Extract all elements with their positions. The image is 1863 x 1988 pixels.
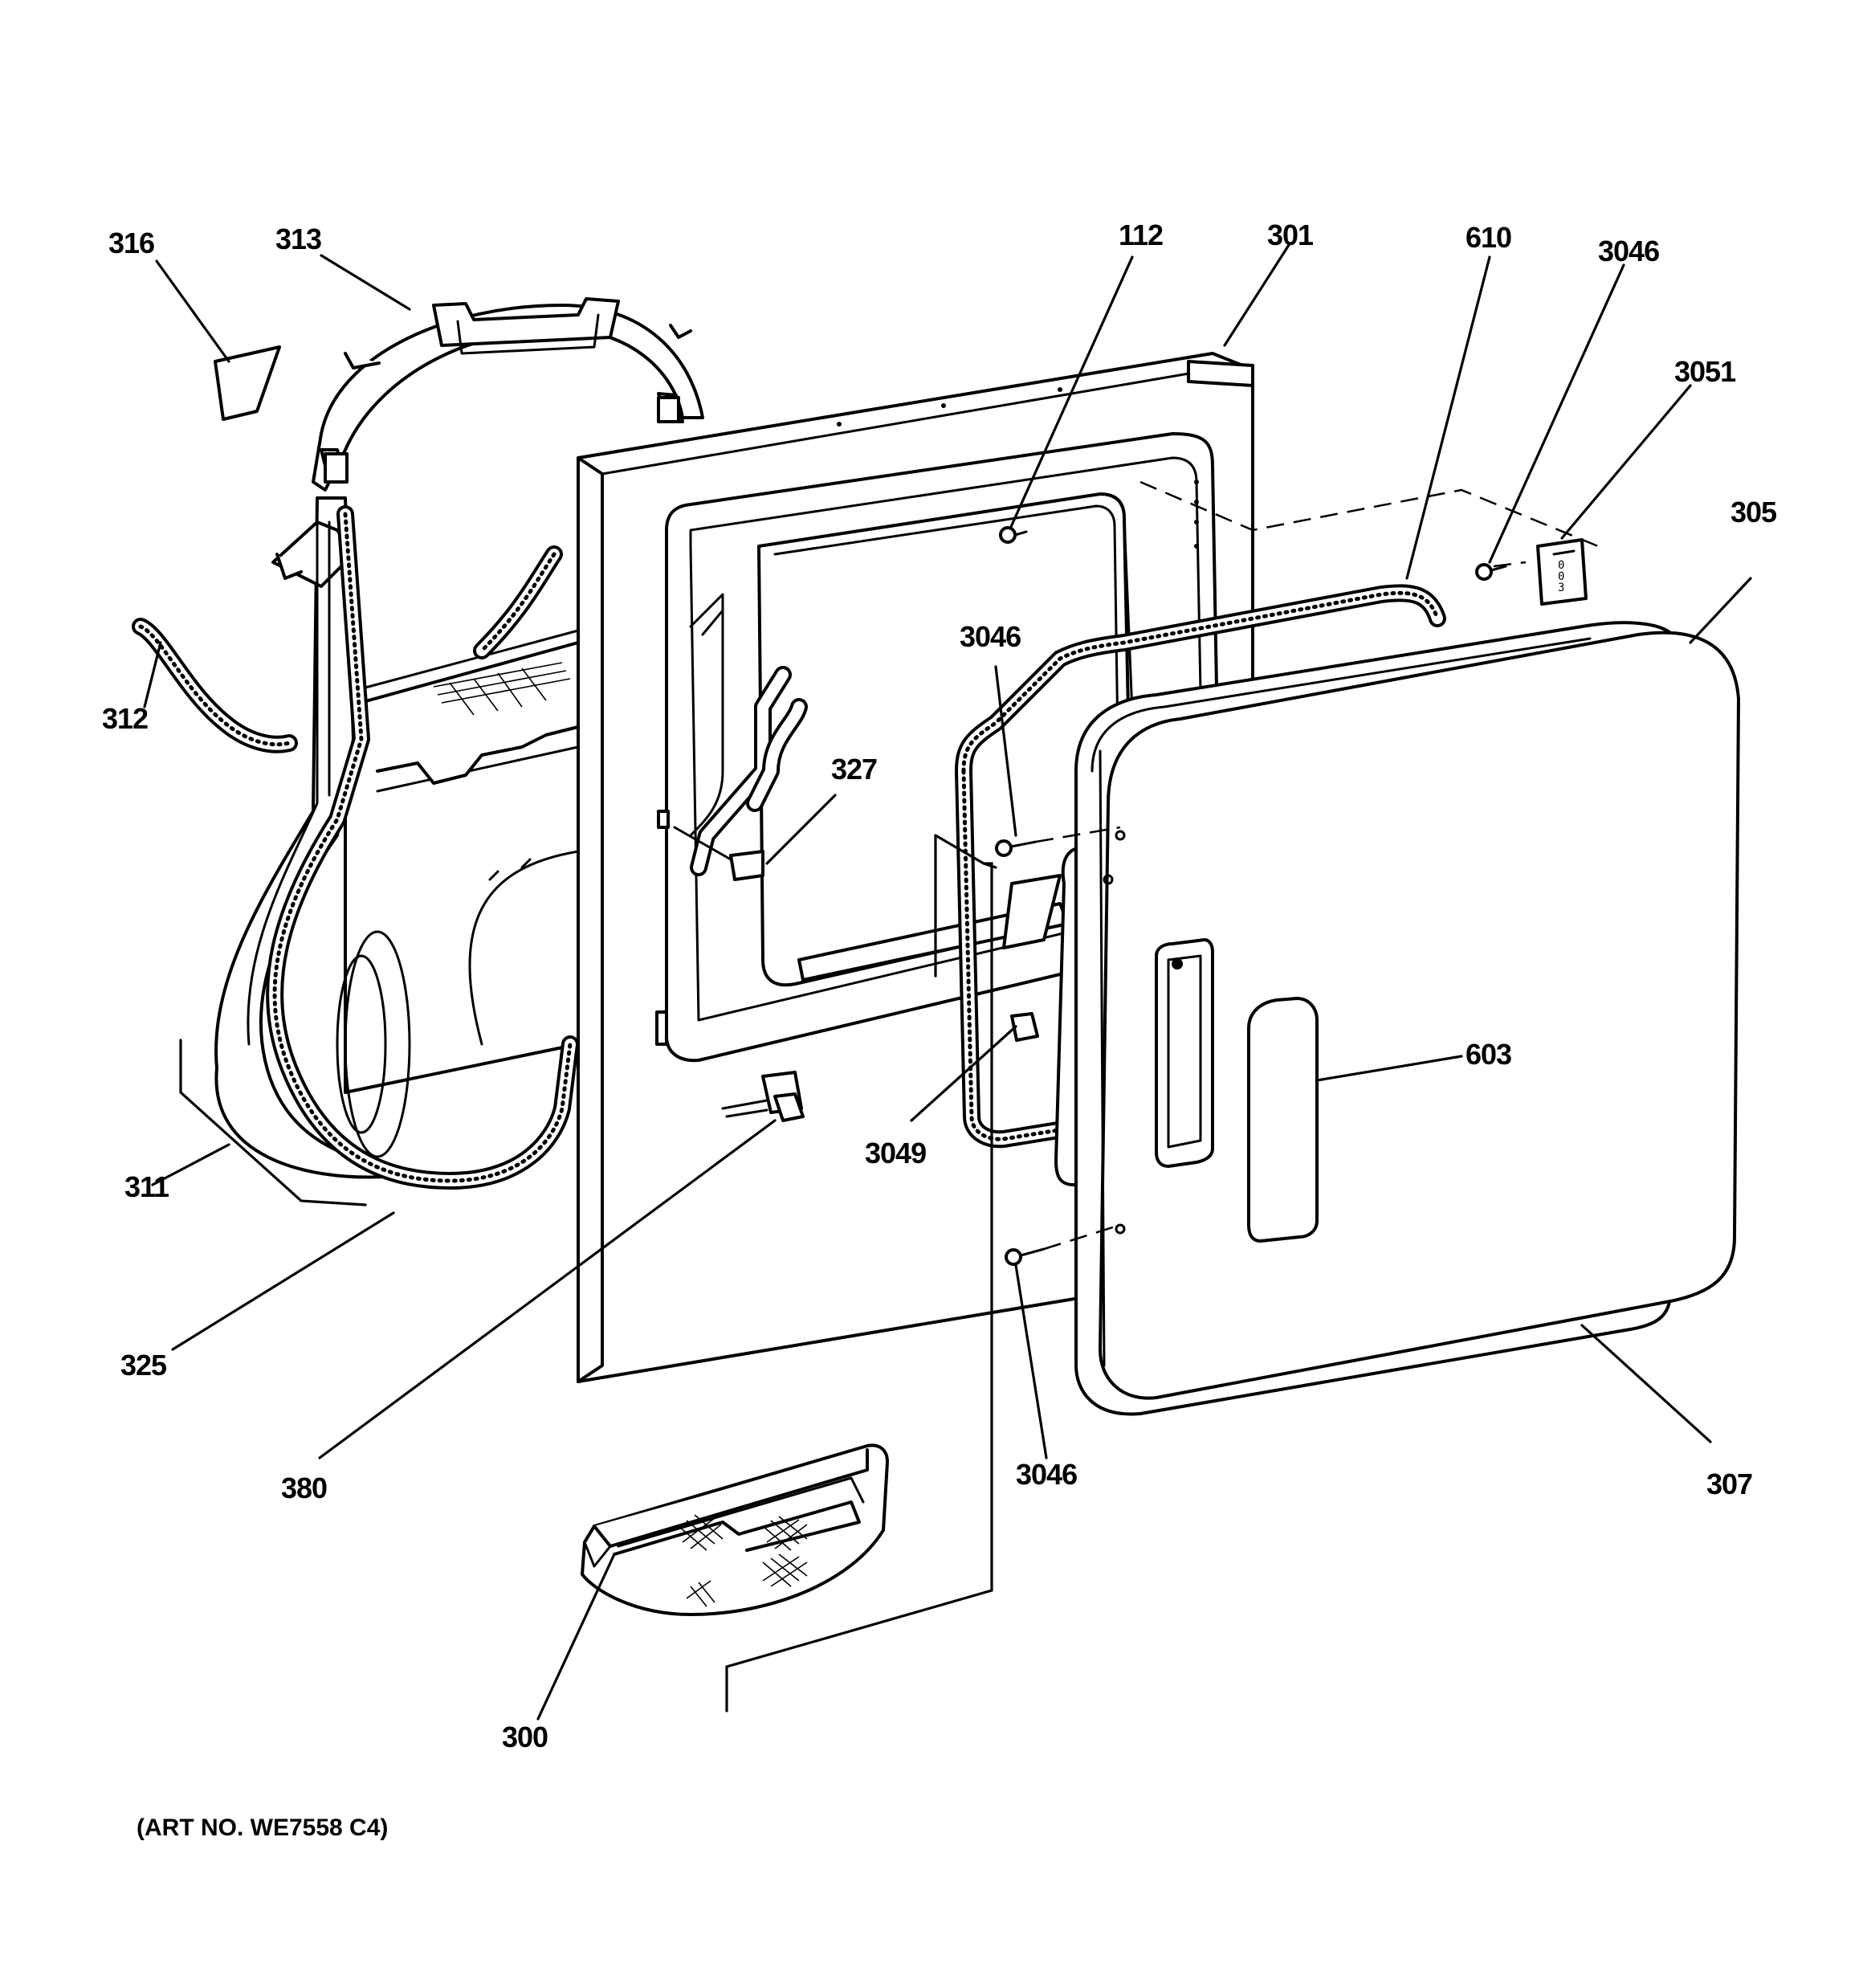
part-3051-connector: 0 0 3: [1536, 538, 1588, 606]
label-305: 305: [1731, 496, 1777, 529]
label-3049: 3049: [865, 1137, 926, 1170]
part-305-door-outer: [1054, 621, 1740, 1416]
part-3046-screw-top: [1475, 563, 1507, 581]
svg-text:3: 3: [1558, 582, 1564, 594]
label-307: 307: [1706, 1468, 1752, 1500]
label-603: 603: [1466, 1038, 1511, 1071]
label-301: 301: [1267, 218, 1314, 251]
label-316: 316: [108, 227, 154, 259]
lint-mesh: [678, 1514, 808, 1607]
label-3046-top: 3046: [1598, 235, 1659, 267]
part-327-sensor-bars: [673, 666, 808, 881]
part-311-duct: [214, 496, 387, 1179]
callout-labels: 316 313 312 311 325 380 300 327 112 301 …: [102, 218, 1778, 1841]
part-610-door-gasket: [955, 584, 1446, 1149]
dashed-guides: [1139, 480, 1599, 568]
label-3046-mid: 3046: [960, 620, 1021, 653]
label-311: 311: [124, 1170, 169, 1203]
label-3051: 3051: [1674, 355, 1736, 388]
art-number: (ART NO. WE7558 C4): [137, 1815, 388, 1841]
part-313-bracket: [312, 297, 704, 492]
label-327: 327: [831, 753, 877, 786]
group-brackets: [179, 834, 997, 1712]
label-313: 313: [275, 222, 321, 255]
svg-text:0: 0: [1558, 570, 1564, 583]
part-3049-latch: [1010, 1012, 1039, 1042]
label-3046-low: 3046: [1016, 1458, 1077, 1491]
label-380: 380: [281, 1472, 327, 1504]
part-316-strip: [214, 345, 281, 421]
rear-housing: [336, 629, 580, 1158]
leader-lines: [143, 243, 1752, 1721]
part-3046-screw-mid: [995, 826, 1121, 857]
part-3046-screw-low: [1005, 1223, 1121, 1266]
label-325: 325: [120, 1349, 167, 1382]
label-112: 112: [1119, 218, 1163, 251]
label-610: 610: [1466, 221, 1511, 254]
part-380-switch: [721, 1071, 805, 1122]
part-300-lint-trap: [581, 1443, 889, 1616]
label-312: 312: [102, 702, 148, 735]
part-325-gasket: [266, 505, 579, 1190]
part-312-seal: [132, 545, 563, 753]
connector-marking: 0: [1558, 559, 1564, 572]
part-112-screw: [999, 526, 1028, 544]
label-300: 300: [502, 1721, 548, 1753]
